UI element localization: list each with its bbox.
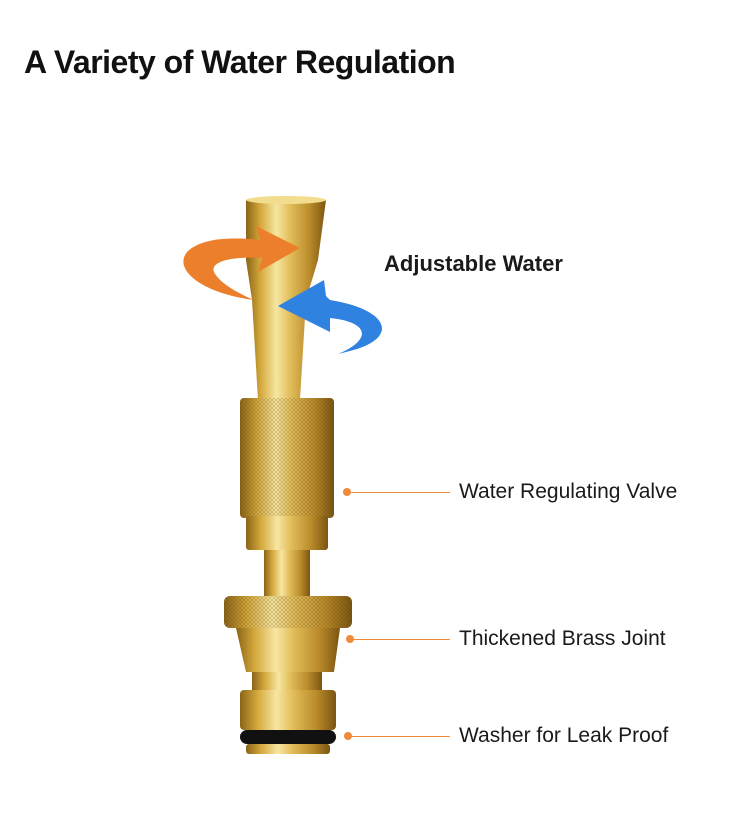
rotate-ccw-arrow-icon — [278, 280, 382, 354]
callout-water-regulating-valve: Water Regulating Valve — [459, 480, 678, 503]
callout-adjustable-water: Adjustable Water — [384, 251, 563, 276]
valve-pointer-dot — [343, 488, 351, 496]
washer-pointer-dot — [344, 732, 352, 740]
washer-leader-line — [352, 736, 450, 737]
joint-leader-line — [354, 639, 450, 640]
washer-ring — [240, 730, 336, 744]
rotate-cw-arrow-icon — [183, 226, 300, 300]
joint-pointer-dot — [346, 635, 354, 643]
callout-washer-leak-proof: Washer for Leak Proof — [459, 724, 669, 747]
callout-thickened-brass-joint: Thickened Brass Joint — [459, 627, 666, 650]
page-title: A Variety of Water Regulation — [24, 44, 456, 80]
valve-leader-line — [351, 492, 450, 493]
